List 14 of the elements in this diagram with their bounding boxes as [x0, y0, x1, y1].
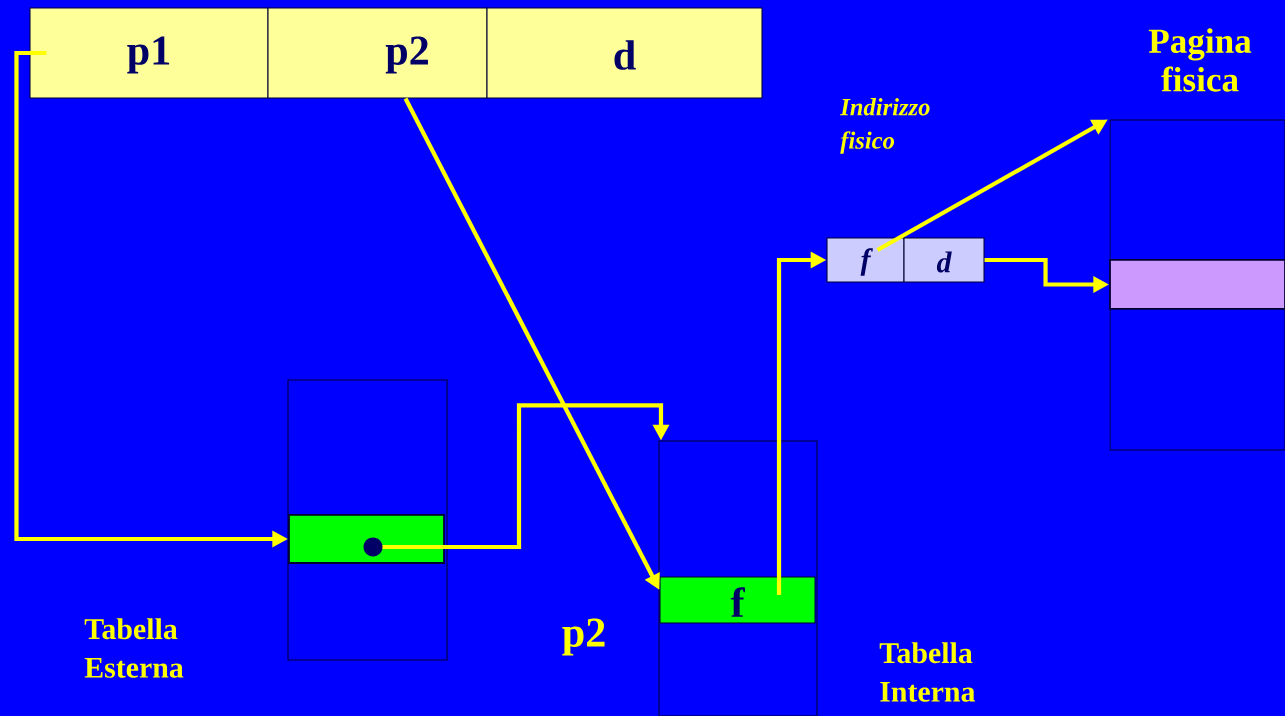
arrow: [363, 403, 670, 557]
table-entry: f p2: [562, 576, 816, 656]
page-entry: [1109, 259, 1285, 310]
page-heading: Pagina fisica: [1148, 28, 1252, 92]
address-cell: p2: [267, 7, 488, 99]
address-cell: d: [903, 237, 985, 283]
note-text: Indirizzo fisico: [839, 98, 930, 154]
table-entry: [288, 514, 445, 564]
address-cell: p1: [29, 7, 269, 99]
table-caption: Tabella Esterna: [84, 618, 184, 678]
address-cell: d: [486, 7, 763, 99]
table-caption: Tabella Interna: [879, 642, 976, 702]
table-caption: p2: [562, 618, 605, 656]
address-cell: f: [826, 237, 905, 283]
